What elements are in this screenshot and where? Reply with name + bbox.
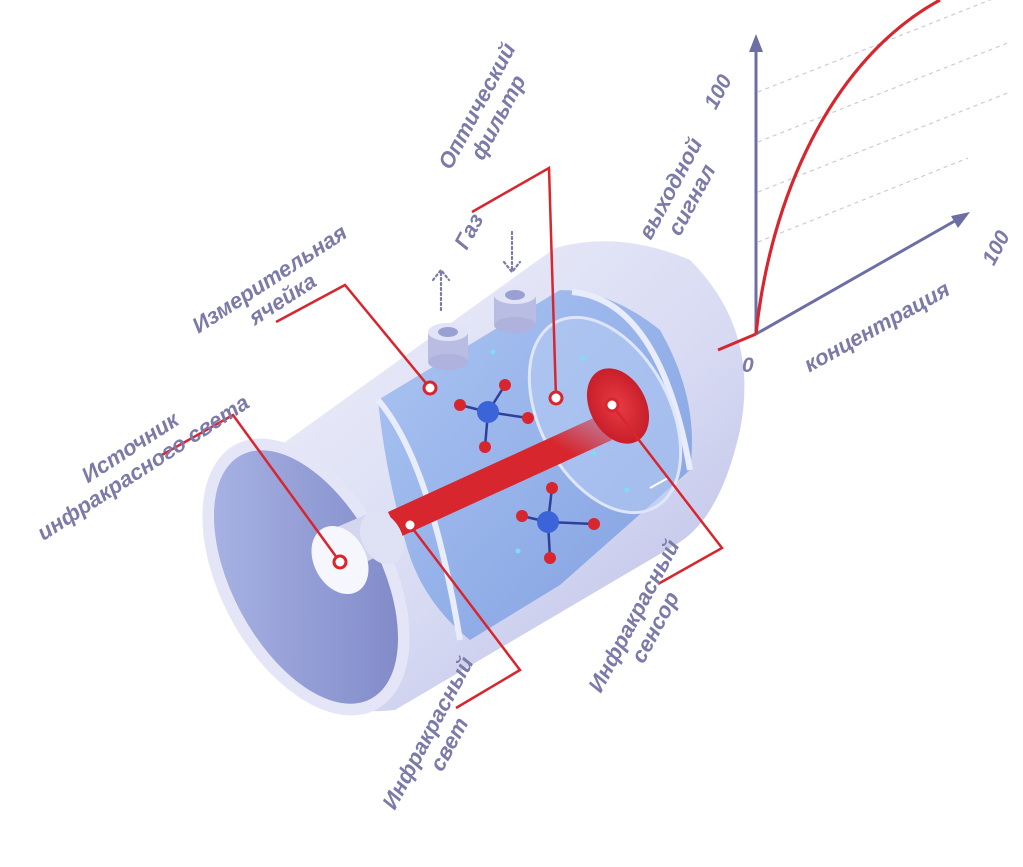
x-axis-arrowhead (951, 212, 970, 228)
y-axis-arrowhead (749, 34, 763, 52)
callout-dot-sensor (604, 397, 620, 413)
arrow-down-dotted-icon (502, 230, 522, 274)
signal-link (717, 332, 757, 352)
callout-dot-filter (548, 390, 564, 406)
leader-sensor (611, 404, 724, 586)
leader-source (159, 413, 342, 563)
leader-light (409, 524, 522, 710)
gas-molecule-lower (516, 482, 600, 564)
arrow-up-dotted-icon (431, 268, 451, 312)
gas-particles (490, 349, 630, 554)
infrared-beam (388, 415, 612, 537)
gas-molecule-upper (454, 379, 534, 453)
callout-dot-cell (422, 380, 438, 396)
gas-port-in (494, 286, 536, 333)
gas-port-out (428, 323, 468, 370)
callout-dot-light (402, 517, 418, 533)
graph-origin: 0 (742, 354, 754, 377)
leader-filter (471, 165, 558, 399)
graph-gridlines (757, 0, 1011, 243)
filter-glare (649, 477, 669, 489)
leader-cell (275, 283, 431, 389)
response-curve (754, 0, 941, 335)
graph-axes (754, 44, 961, 336)
callout-dot-source (332, 554, 348, 570)
